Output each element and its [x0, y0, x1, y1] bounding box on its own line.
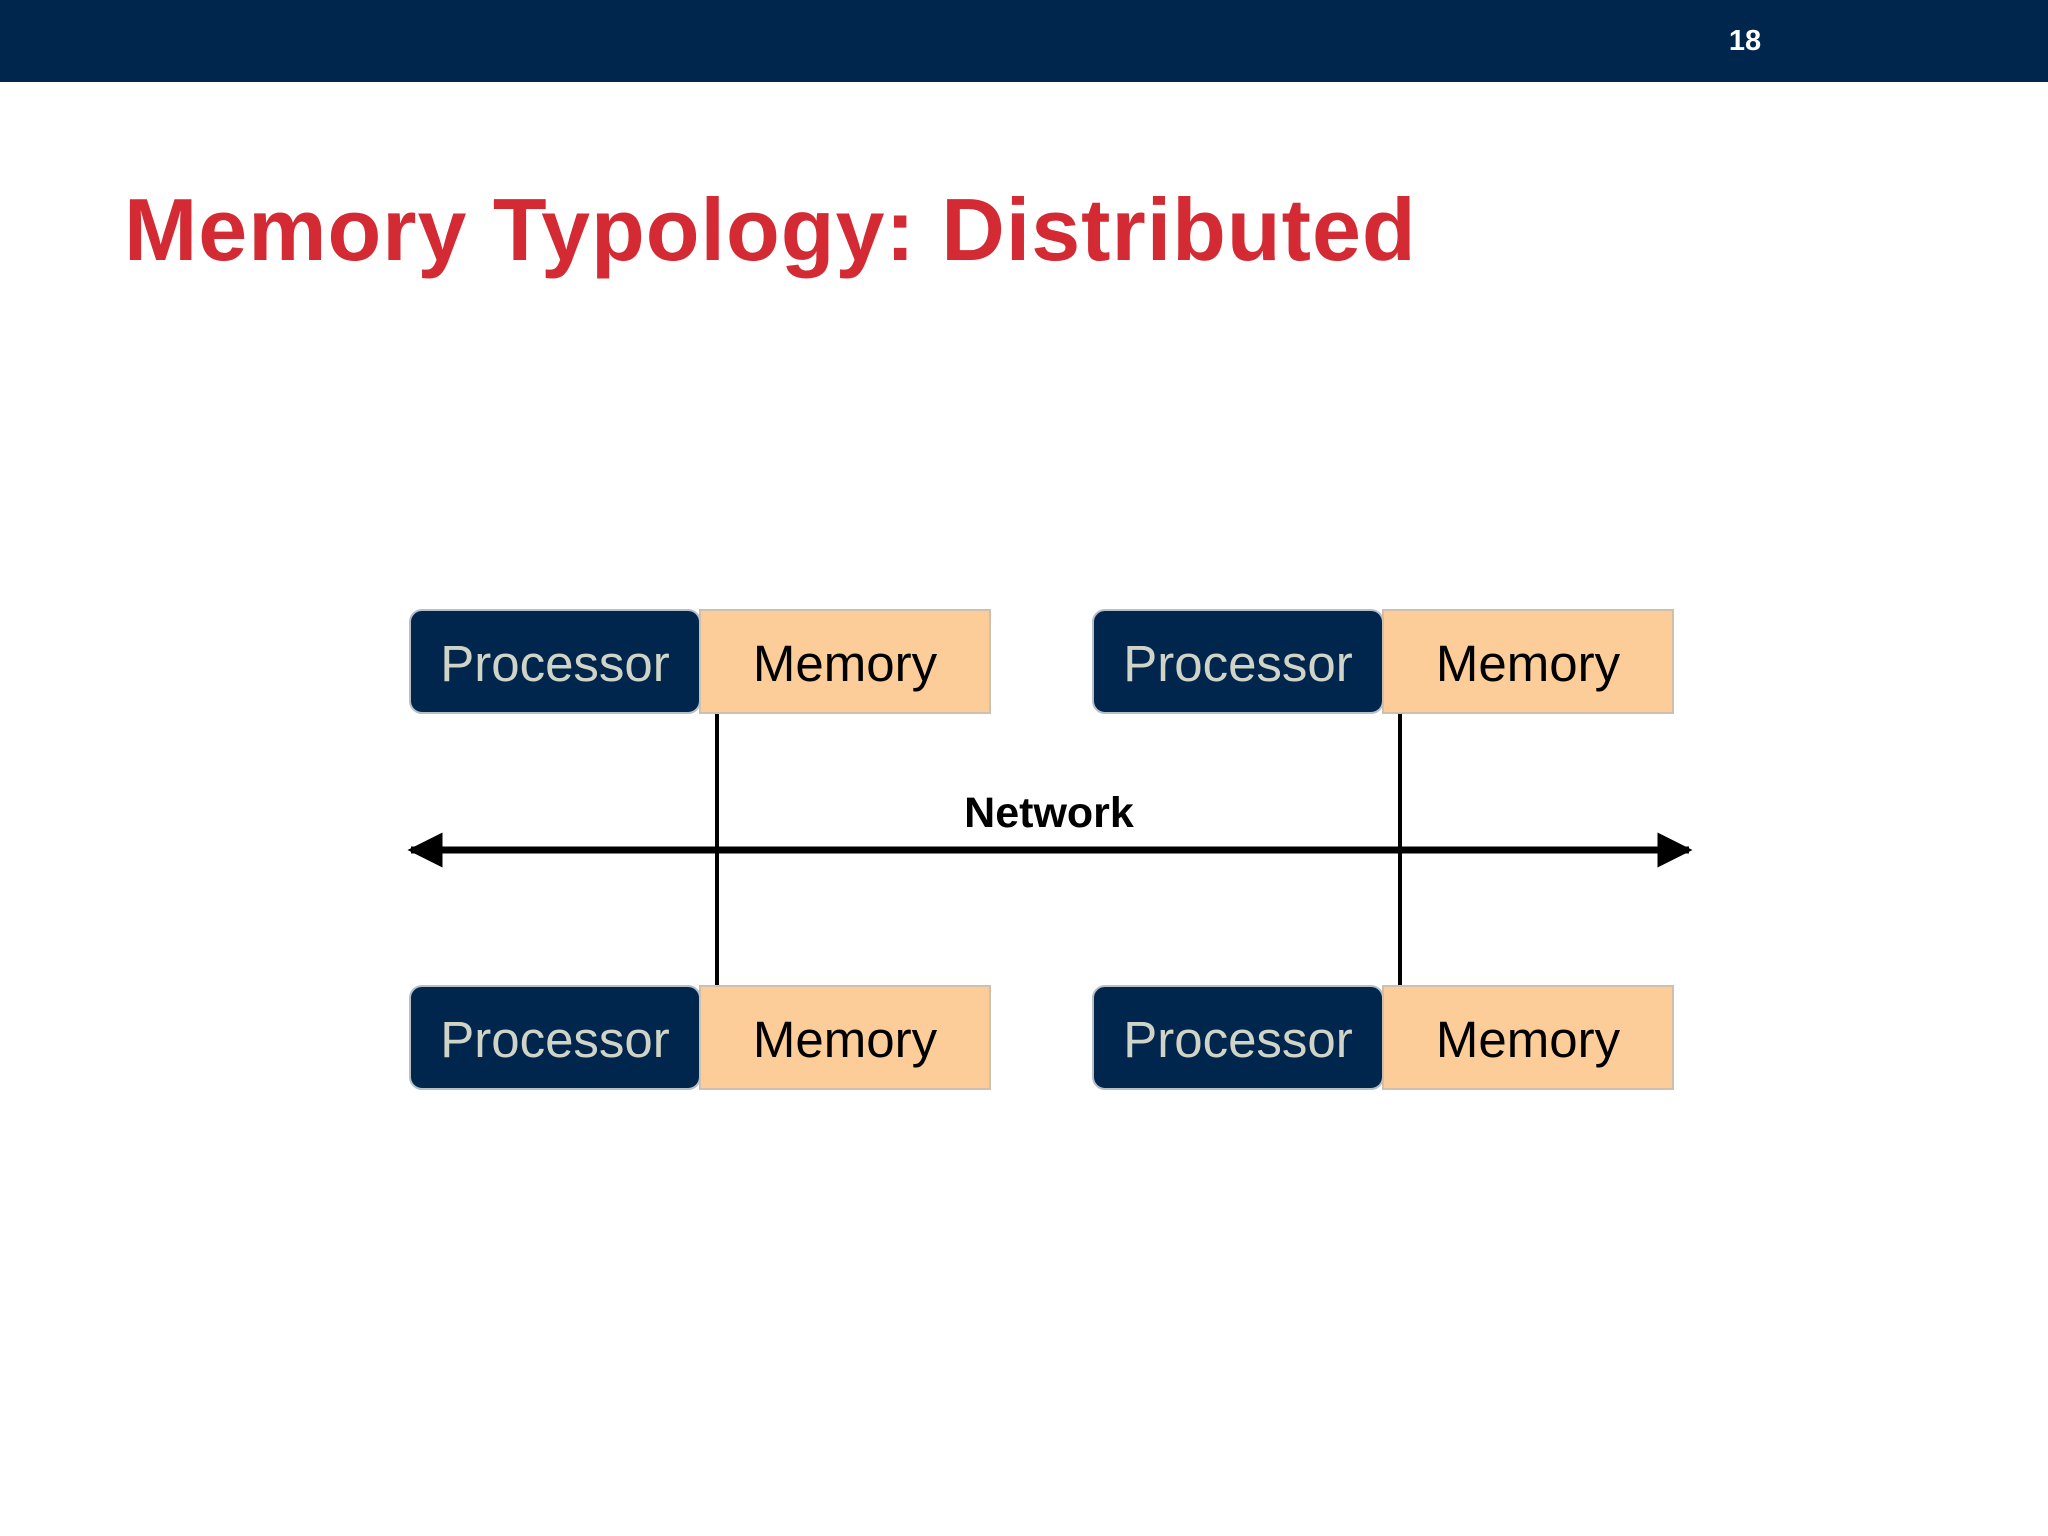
memory-box: [699, 985, 991, 1090]
memory-label: Memory: [1436, 1011, 1621, 1068]
slide-title: Memory Typology: Distributed: [124, 180, 1417, 279]
memory-box: [699, 609, 991, 714]
memory-label: Memory: [753, 1011, 938, 1068]
node-bottom-right: Processor Memory: [1092, 985, 1674, 1090]
node-top-left: Processor Memory: [409, 609, 991, 714]
memory-box: [1382, 609, 1674, 714]
page-number: 18: [1728, 25, 1762, 57]
node-bottom-left: Processor Memory: [409, 985, 991, 1090]
processor-label: Processor: [1123, 635, 1353, 692]
processor-label: Processor: [1123, 1011, 1353, 1068]
memory-label: Memory: [1436, 635, 1621, 692]
node-top-right: Processor Memory: [1092, 609, 1674, 714]
network-label: Network: [964, 789, 1134, 837]
processor-label: Processor: [440, 1011, 670, 1068]
memory-label: Memory: [753, 635, 938, 692]
processor-label: Processor: [440, 635, 670, 692]
header-bar: [0, 0, 2048, 82]
memory-box: [1382, 985, 1674, 1090]
